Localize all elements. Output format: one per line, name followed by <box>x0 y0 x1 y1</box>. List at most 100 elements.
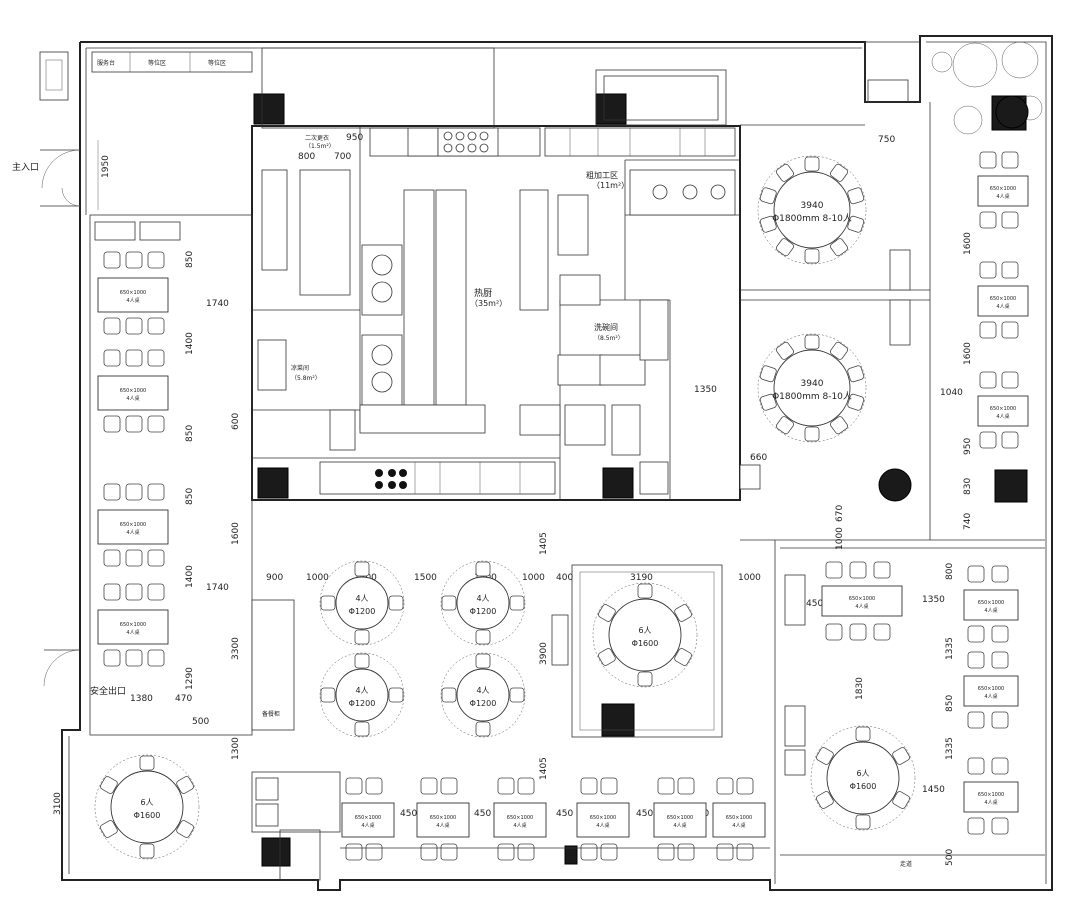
table-seats-label: 4人桌 <box>126 395 139 402</box>
rough-area-size-label: （11m²） <box>592 181 629 190</box>
chair <box>991 625 1009 643</box>
table-seats-label: 4人桌 <box>984 693 997 700</box>
chair <box>991 651 1009 669</box>
round-table-1600-se: 6人 Φ1600 <box>810 725 916 831</box>
dim-1450: 1450 <box>922 785 945 795</box>
hot-kitchen-area-label: （35m²） <box>470 299 507 308</box>
chair <box>991 565 1009 583</box>
chair <box>855 814 871 830</box>
table-size-label: 4人 <box>355 594 368 603</box>
dim-700: 700 <box>334 152 351 162</box>
chair <box>804 156 820 172</box>
chair <box>345 843 363 861</box>
chair <box>849 561 867 579</box>
dim-3190: 3190 <box>630 573 653 583</box>
round-table <box>335 668 389 722</box>
table-zone <box>440 560 526 646</box>
dim-1335b: 1335 <box>945 737 955 760</box>
round-table <box>608 598 682 672</box>
chair <box>677 843 695 861</box>
rect-table <box>977 395 1029 427</box>
cold-dish-size-label: （5.8m²） <box>291 375 321 382</box>
chair <box>967 711 985 729</box>
dim-850b: 850 <box>185 425 195 442</box>
dim-850a: 850 <box>185 251 195 268</box>
chair <box>991 711 1009 729</box>
chair <box>759 187 777 205</box>
chair <box>674 604 692 622</box>
rect-table <box>977 285 1029 317</box>
chair <box>674 648 692 666</box>
dim-1500: 1500 <box>414 573 437 583</box>
table-seats-label: Φ1600 <box>134 811 161 820</box>
dim-1350a: 1350 <box>694 385 717 395</box>
chair <box>441 687 457 703</box>
rect-table <box>416 802 470 838</box>
chair <box>125 649 143 667</box>
chair <box>967 651 985 669</box>
table-zone <box>319 560 405 646</box>
dim-3900: 3900 <box>539 642 549 665</box>
dim-1600c: 1600 <box>963 342 973 365</box>
dim-1740b: 1740 <box>206 583 229 593</box>
waiting-label-2: 等位区 <box>208 59 226 67</box>
table-seats-label: 4人桌 <box>732 822 745 829</box>
chair <box>1001 151 1019 169</box>
chair <box>147 317 165 335</box>
round-table <box>826 741 900 815</box>
waiting-label-1: 等位区 <box>148 59 166 67</box>
dim-1405b: 1405 <box>539 757 549 780</box>
table-size-label: 4人 <box>476 686 489 695</box>
chair <box>825 561 843 579</box>
dim-450c: 450 <box>474 809 491 819</box>
table-size-label: 650×1000 <box>120 622 146 628</box>
rect-table <box>653 802 707 838</box>
table-seats-label: 4人桌 <box>996 193 1009 200</box>
chair <box>103 549 121 567</box>
dim-600: 600 <box>231 413 241 430</box>
chair <box>354 561 370 577</box>
chair <box>991 817 1009 835</box>
table-size-label: 6人 <box>856 769 869 778</box>
table-size-label: 650×1000 <box>978 686 1004 692</box>
dim-670: 670 <box>835 505 845 522</box>
chair <box>637 583 653 599</box>
mid-right-booths: 650×10004人桌650×10004人桌650×10004人桌650×100… <box>821 561 1019 835</box>
dim-900: 900 <box>266 573 283 583</box>
chair <box>804 426 820 442</box>
table-seats-label: Φ1600 <box>850 782 877 791</box>
chair <box>1001 321 1019 339</box>
dim-1000b: 1000 <box>522 573 545 583</box>
table-seats-label: 4人桌 <box>855 603 868 610</box>
chair <box>804 334 820 350</box>
dim-500a: 500 <box>192 717 209 727</box>
chair <box>139 755 155 771</box>
table-zone <box>319 652 405 738</box>
table-seats-label: Φ1200 <box>470 699 497 708</box>
dim-3100: 3100 <box>53 792 63 815</box>
second-dress-size-label: （1.5m²） <box>305 143 335 150</box>
chair <box>759 393 777 411</box>
chair <box>847 393 865 411</box>
table-seats-label: 4人桌 <box>984 607 997 614</box>
table-zone <box>94 754 200 860</box>
chair <box>600 843 618 861</box>
table-seats-label: 4人桌 <box>673 822 686 829</box>
table-seats-label: Φ1800mm 8-10人 <box>772 391 852 402</box>
chair <box>103 251 121 269</box>
table-size-label: 650×1000 <box>667 815 693 821</box>
rect-table <box>963 589 1019 621</box>
chair <box>440 777 458 795</box>
chair <box>103 317 121 335</box>
chair <box>440 843 458 861</box>
chair <box>979 431 997 449</box>
main-entrance-door: 主入口 <box>12 149 81 207</box>
